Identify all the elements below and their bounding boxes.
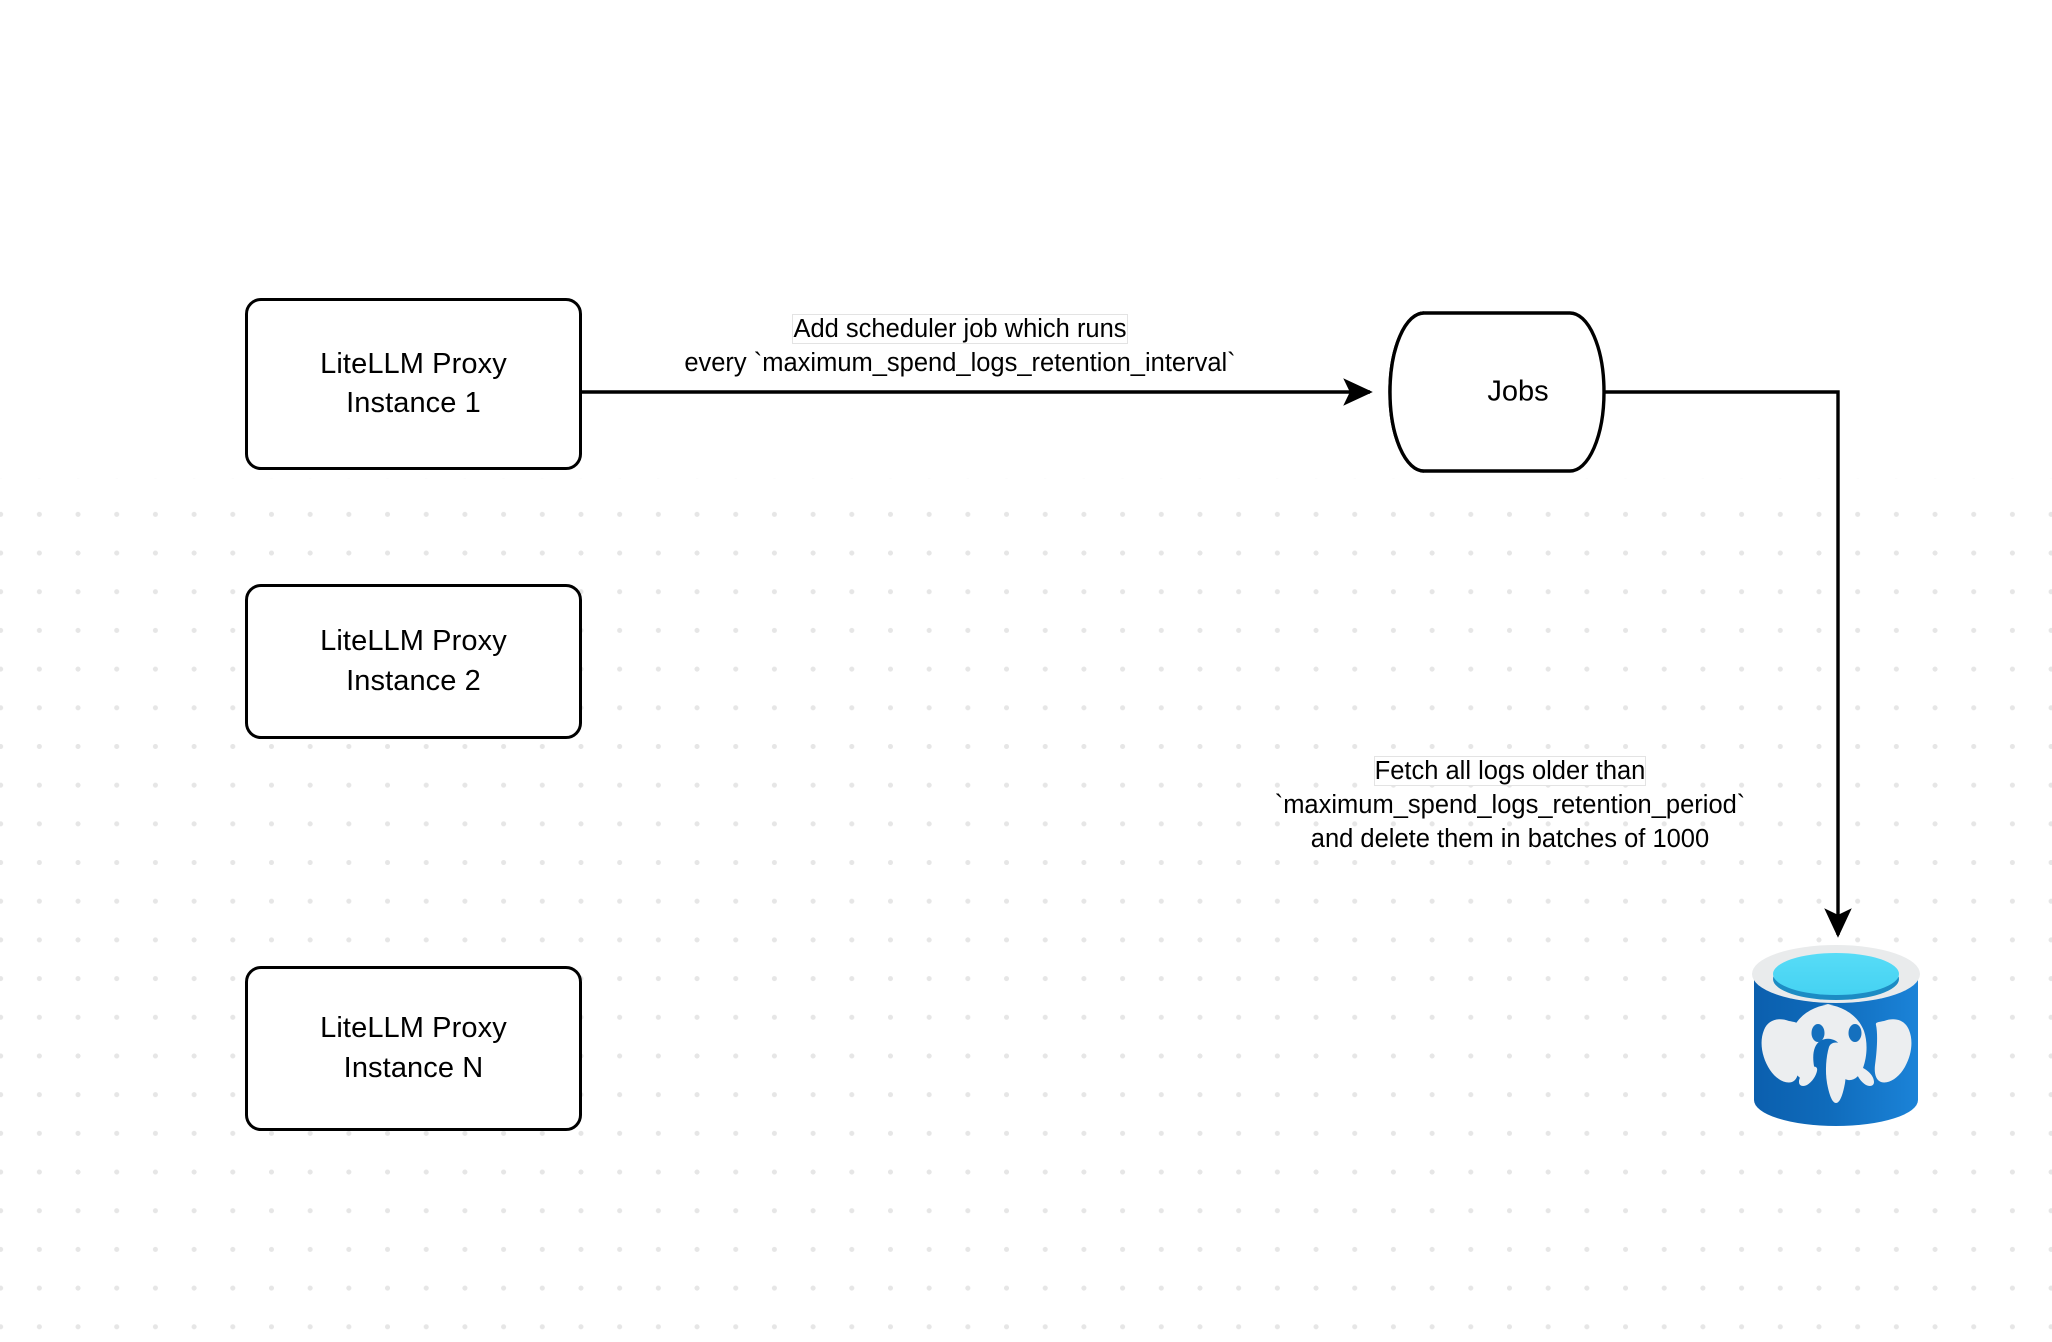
node-line-1: LiteLLM Proxy xyxy=(320,625,507,658)
jobs-label: Jobs xyxy=(1487,375,1549,408)
edge-label-line-1: Fetch all logs older than xyxy=(1373,756,1647,786)
postgres-elephant-glyph xyxy=(1761,1004,1912,1103)
node-litellm-proxy-instance-n[interactable]: LiteLLM Proxy Instance N xyxy=(245,966,582,1131)
edge-label-line-1: Add scheduler job which runs xyxy=(792,314,1128,344)
node-jobs-cylinder[interactable]: Jobs xyxy=(1390,313,1604,471)
node-line-1: LiteLLM Proxy xyxy=(320,1012,507,1045)
postgresql-database-icon xyxy=(1752,945,1920,1126)
edge-label-line-3: and delete them in batches of 1000 xyxy=(1310,824,1710,853)
node-litellm-proxy-instance-1[interactable]: LiteLLM Proxy Instance 1 xyxy=(245,298,582,470)
edge-jobs-to-database xyxy=(1603,390,1852,938)
edge-label-scheduler: Add scheduler job which runs every `maxi… xyxy=(600,313,1320,381)
node-litellm-proxy-instance-2[interactable]: LiteLLM Proxy Instance 2 xyxy=(245,584,582,739)
node-line-2: Instance 1 xyxy=(346,387,481,419)
node-line-2: Instance 2 xyxy=(346,664,481,697)
node-line-2: Instance N xyxy=(343,1051,484,1084)
edge-label-delete-logs: Fetch all logs older than `maximum_spend… xyxy=(1230,755,1790,857)
node-line-1: LiteLLM Proxy xyxy=(320,347,507,380)
edge-label-line-2: every `maximum_spend_logs_retention_inte… xyxy=(684,348,1236,377)
jobs-cylinder-shape xyxy=(1388,311,1606,473)
edge-label-line-2: `maximum_spend_logs_retention_period` xyxy=(1274,790,1746,819)
